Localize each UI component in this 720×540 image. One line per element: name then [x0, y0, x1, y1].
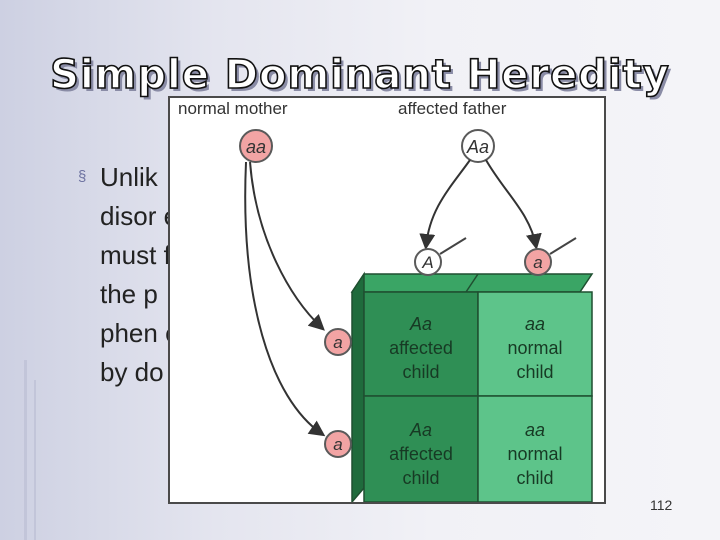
- body-line-6: by do: [100, 357, 164, 387]
- cell-1-phenotype: affected: [389, 338, 453, 358]
- mother-genotype-circle: aa: [239, 129, 273, 163]
- cell-4-genotype: aa: [525, 420, 545, 440]
- cell-3-phenotype: affected: [389, 444, 453, 464]
- cell-3-genotype: Aa: [409, 420, 432, 440]
- cell-2-child: child: [516, 362, 553, 382]
- body-line-1: Unlik: [100, 162, 158, 192]
- mother-genotype: aa: [246, 137, 266, 157]
- gamete-mother-a1: a: [324, 328, 352, 356]
- arrow-mother-to-a1: [249, 161, 325, 331]
- cell-bottom-right: [477, 395, 593, 502]
- gamete-mother-a2: a: [324, 430, 352, 458]
- cell-3-child: child: [402, 468, 439, 488]
- cell-1-genotype: Aa: [409, 314, 432, 334]
- bullet-icon: §: [78, 168, 87, 185]
- mother-label: normal mother: [178, 99, 288, 118]
- gamete-father-a-label: a: [533, 253, 542, 272]
- gamete-father-A-label: A: [421, 253, 433, 272]
- cell-2-phenotype: normal: [507, 338, 562, 358]
- cell-4-child: child: [516, 468, 553, 488]
- arrow-father-to-a: [485, 159, 542, 250]
- body-line-4: the p: [100, 279, 158, 309]
- grid-top-divider: [465, 273, 479, 293]
- inheritance-diagram-svg: normal mother affected father aa Aa Aa a…: [178, 99, 594, 502]
- father-genotype: Aa: [466, 137, 489, 157]
- slide-title: Simple Dominant Heredity: [49, 51, 670, 99]
- cell-4-phenotype: normal: [507, 444, 562, 464]
- gamete-father-a: a: [524, 237, 577, 276]
- gamete-mother-a1-label: a: [333, 333, 342, 352]
- cell-1-child: child: [402, 362, 439, 382]
- father-label: affected father: [398, 99, 507, 118]
- body-line-2: disor e: [100, 201, 179, 231]
- cell-top-left: [363, 291, 479, 397]
- cell-2-genotype: aa: [525, 314, 545, 334]
- gamete-father-A: A: [414, 237, 467, 276]
- gamete-mother-a2-label: a: [333, 435, 342, 454]
- cell-top-right: [477, 291, 593, 397]
- grid-side-face: [351, 271, 365, 502]
- decor-stripe-vertical-2: [34, 380, 36, 540]
- decor-stripe-vertical: [24, 360, 27, 540]
- arrow-mother-to-a2: [244, 161, 326, 437]
- inheritance-diagram: normal mother affected father aa Aa Aa a…: [168, 96, 606, 504]
- page-number: 112: [650, 497, 673, 513]
- father-genotype-circle: Aa: [461, 129, 495, 163]
- slide-body: Unlik disor e must for the p phen erited…: [100, 158, 700, 392]
- arrow-father-to-A: [419, 159, 471, 250]
